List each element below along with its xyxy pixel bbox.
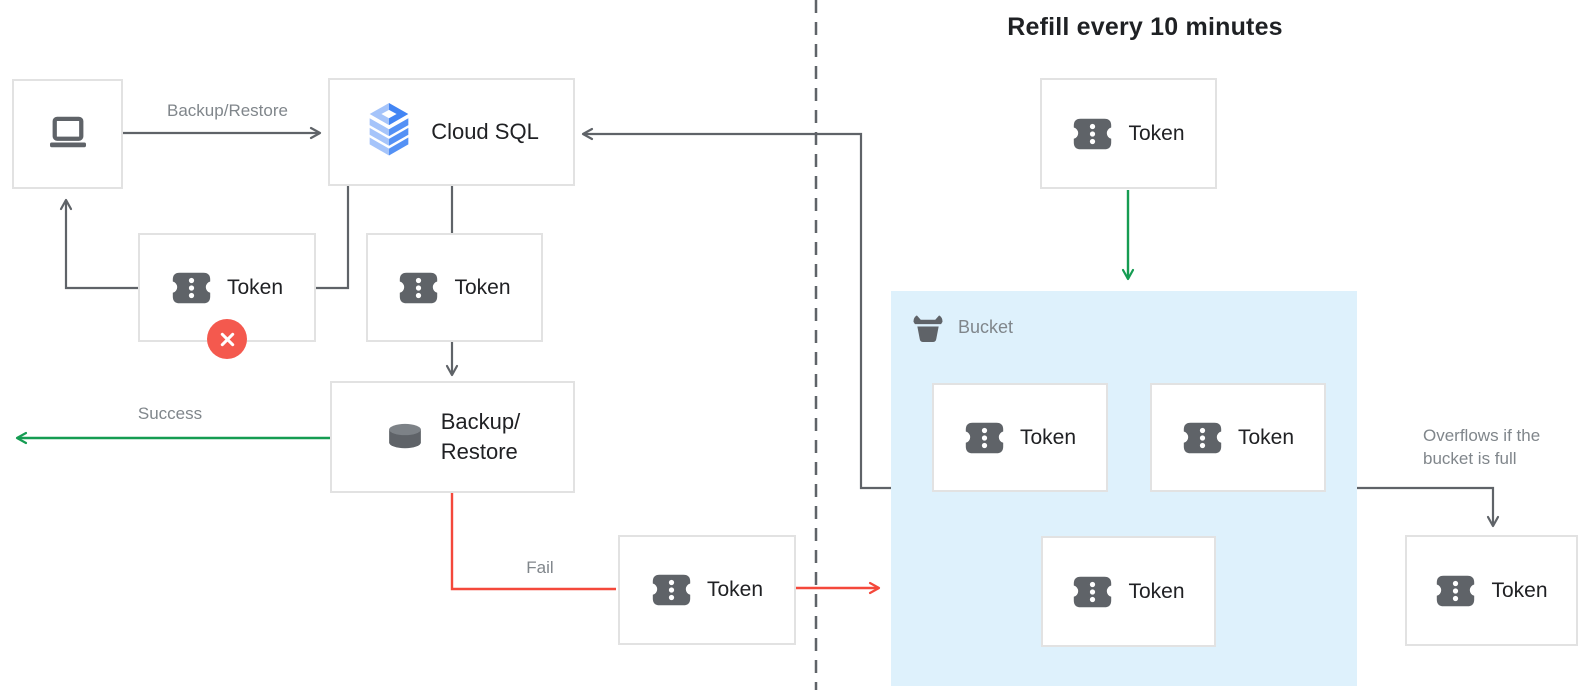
cloud-sql-node: Cloud SQL: [328, 78, 575, 186]
connector-bucket-to-cloudsql: [581, 127, 891, 490]
connector-bucket-overflow: [1357, 486, 1500, 528]
connector-token-to-cloudsql: [316, 186, 350, 290]
token-node-refill: Token: [1040, 78, 1217, 189]
token-node-fail: Token: [618, 535, 796, 645]
edge-label-backup-restore: Backup/Restore: [167, 101, 288, 120]
token-label: Token: [1237, 425, 1295, 449]
database-icon: [388, 423, 421, 449]
token-node-bucket-3: Token: [1041, 536, 1216, 647]
token-label: Token: [1019, 425, 1077, 449]
laptop-icon: [49, 116, 86, 148]
token-node-request: Token: [366, 233, 543, 342]
token-label: Token: [1128, 121, 1185, 145]
token-label: Token: [454, 275, 511, 299]
bucket-icon: [913, 315, 943, 343]
token-icon: [1072, 117, 1113, 151]
token-label: Token: [1491, 578, 1548, 602]
backup-restore-label: Backup/ Restore: [441, 407, 521, 467]
token-icon: [1182, 421, 1223, 455]
client-node: [12, 79, 123, 189]
bucket-label: Bucket: [910, 312, 1013, 343]
edge-label-success: Success: [137, 404, 203, 423]
edge-label-fail: Fail: [526, 558, 554, 577]
token-label: Token: [226, 275, 284, 299]
cloud-sql-stack-icon: [369, 103, 409, 156]
refill-title: Refill every 10 minutes: [1007, 13, 1283, 41]
backup-restore-line2: Restore: [440, 439, 518, 464]
token-icon: [964, 421, 1005, 455]
backup-restore-node: Backup/ Restore: [330, 381, 575, 493]
cloud-sql-label: Cloud SQL: [431, 119, 539, 144]
backup-restore-line1: Backup/: [440, 409, 521, 434]
token-icon: [398, 271, 439, 305]
token-node-bucket-1: Token: [932, 383, 1108, 492]
token-icon: [651, 573, 692, 607]
token-node-overflow: Token: [1405, 535, 1578, 646]
token-label: Token: [1128, 579, 1185, 603]
token-label: Token: [706, 578, 764, 601]
token-node-bucket-2: Token: [1150, 383, 1326, 492]
token-icon: [1435, 574, 1476, 608]
token-icon: [171, 271, 212, 305]
edge-label-overflow: Overflows if the bucket is full: [1423, 426, 1541, 468]
connector-fail-to-token: [450, 493, 616, 591]
error-x-icon: [220, 332, 234, 346]
bucket-label-text: Bucket: [958, 317, 1014, 337]
connector-token-to-client: [59, 198, 138, 290]
error-badge: [207, 319, 247, 359]
token-icon: [1072, 575, 1113, 609]
